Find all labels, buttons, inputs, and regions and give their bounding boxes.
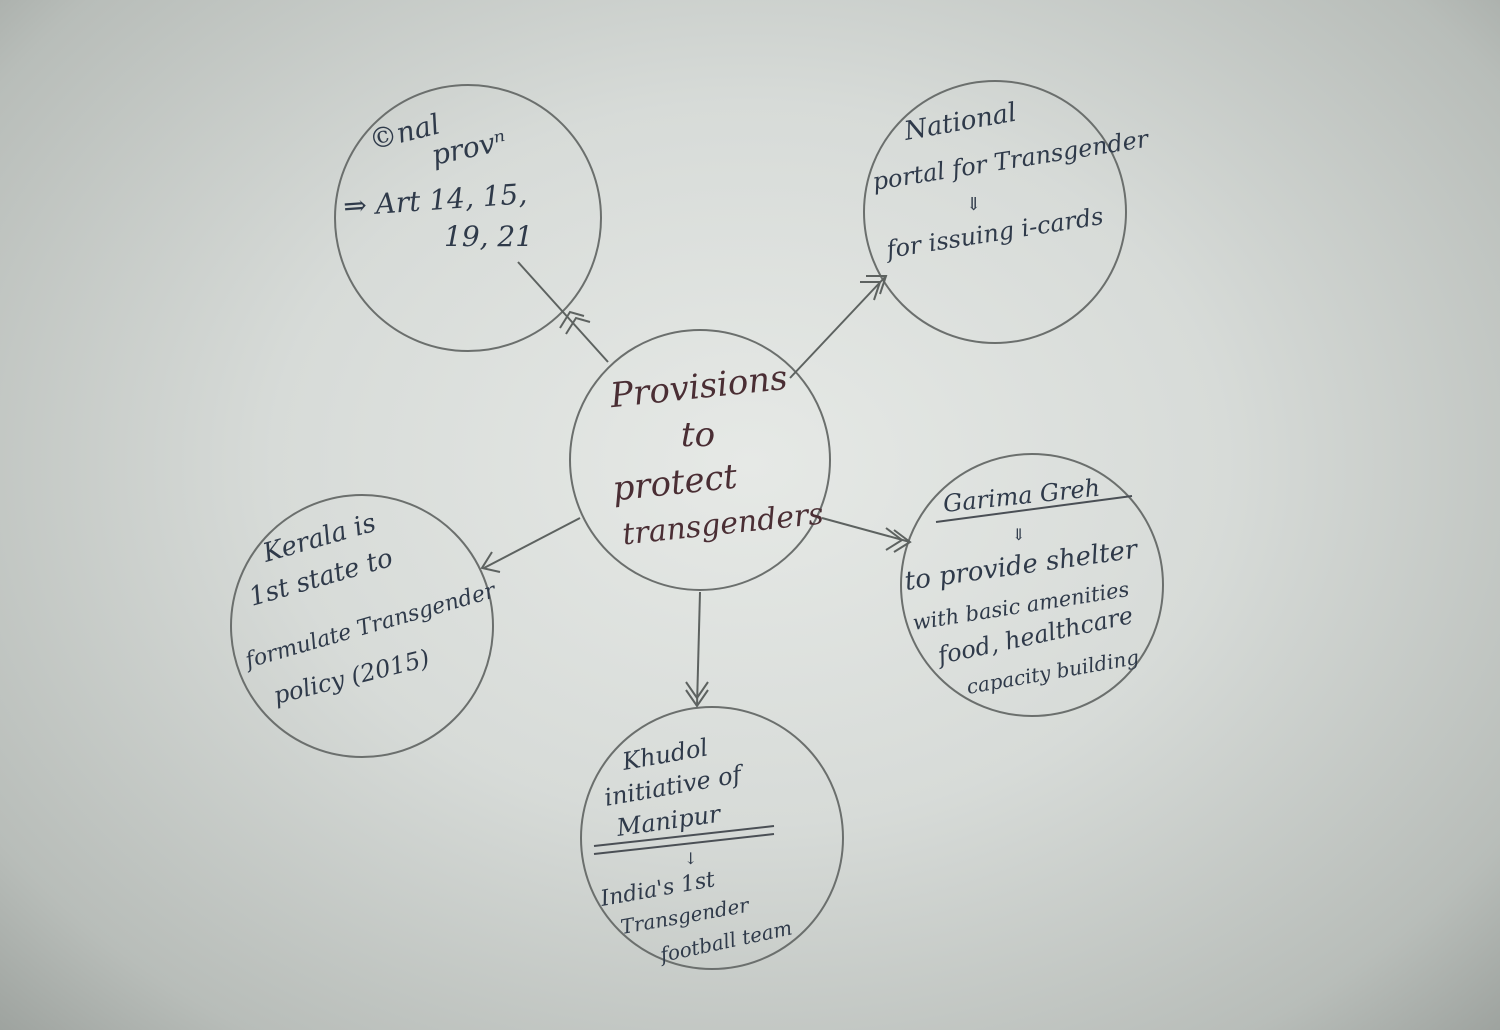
garima-greh-underline	[935, 495, 1133, 523]
khudol-circle	[580, 706, 844, 970]
national-portal-circle	[863, 80, 1127, 344]
center-circle	[569, 329, 831, 591]
center-line-2: to	[681, 415, 715, 455]
national-portal-line-3: ⇓	[966, 194, 981, 215]
constitutional-node: ©nal provⁿ ⇒ Art 14, 15, 19, 21	[342, 107, 533, 253]
national-portal-node: National portal for Transgender ⇓ for is…	[871, 98, 1152, 265]
kerala-circle	[230, 494, 494, 758]
khudol-node: Khudol initiative of Manipur ↓ India's 1…	[593, 733, 794, 967]
khudol-underline-1	[593, 825, 775, 847]
garima-greh-node: Garima Greh ⇓ to provide shelter with ba…	[903, 474, 1141, 699]
center-node: Provisions to protect transgenders	[607, 358, 825, 553]
national-portal-line-4: for issuing i-cards	[883, 202, 1106, 264]
garima-greh-line-1: ⇓	[1012, 525, 1025, 544]
edge-to-national-portal	[789, 275, 888, 379]
khudol-underline-2	[593, 833, 775, 855]
constitutional-line-3: ⇒ Art 14, 15,	[342, 177, 528, 223]
garima-greh-circle	[900, 453, 1164, 717]
edge-to-kerala	[480, 517, 581, 573]
kerala-node: Kerala is 1st state to formulate Transge…	[241, 508, 500, 710]
center-line-1: Provisions	[607, 358, 789, 416]
edge-to-garima-greh	[821, 517, 912, 553]
constitutional-line-4: 19, 21	[444, 220, 533, 253]
constitutional-circle	[334, 84, 602, 352]
edge-to-khudol	[685, 591, 709, 708]
edge-to-constitutional	[517, 261, 609, 363]
khudol-line-4: ↓	[684, 849, 697, 868]
center-line-3: protect	[611, 457, 740, 510]
